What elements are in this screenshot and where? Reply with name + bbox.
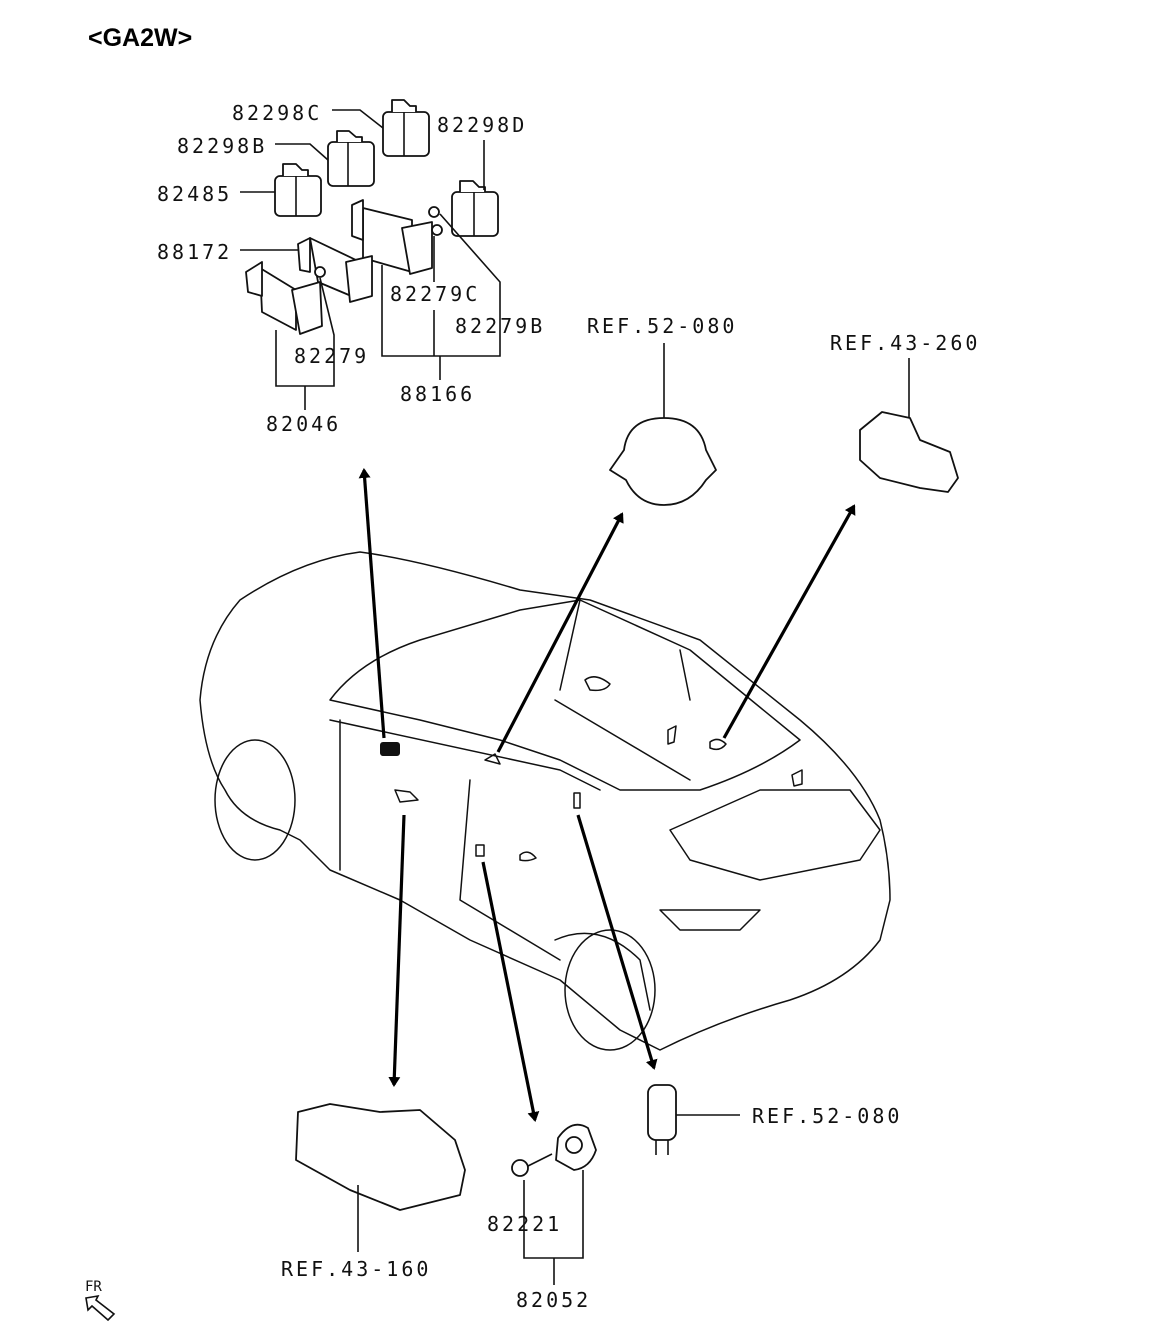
model-code-title: <GA2W> [88, 24, 192, 52]
part-label-82298c[interactable]: 82298C [232, 101, 322, 125]
part-label-82221[interactable]: 82221 [487, 1212, 562, 1236]
ref-52-080-dome-light [609, 343, 717, 506]
leader-lines [240, 109, 501, 410]
part-label-82298b[interactable]: 82298B [177, 134, 267, 158]
part-label-82298d[interactable]: 82298D [437, 113, 527, 137]
bulbs-82279 [314, 206, 443, 278]
part-label-88172[interactable]: 88172 [157, 240, 232, 264]
part-label-82279b[interactable]: 82279B [455, 314, 545, 338]
switch-82298B [327, 130, 375, 187]
part-label-82485[interactable]: 82485 [157, 182, 232, 206]
part-label-82279c[interactable]: 82279C [390, 282, 480, 306]
ref-label-52-080-top[interactable]: REF.52-080 [587, 314, 737, 338]
socket-82052 [511, 1123, 597, 1285]
ref-43-160-part [295, 1103, 466, 1252]
switch-82485 [274, 163, 322, 217]
switch-88166 [351, 199, 433, 275]
switch-82298D [451, 180, 499, 237]
vehicle-outline [199, 551, 891, 1051]
ref-43-260-part [859, 358, 959, 493]
part-label-82046[interactable]: 82046 [266, 412, 341, 436]
front-arrow-icon [85, 1294, 116, 1322]
bulb-ref-52-080-bottom [647, 1084, 740, 1155]
ref-label-43-160[interactable]: REF.43-160 [281, 1257, 431, 1281]
front-direction-indicator: FR [85, 1279, 116, 1322]
front-label: FR [85, 1279, 102, 1295]
ref-label-43-260[interactable]: REF.43-260 [830, 331, 980, 355]
part-label-82052[interactable]: 82052 [516, 1288, 591, 1312]
switch-82046 [245, 261, 323, 335]
locator-arrows [358, 468, 856, 1122]
ref-label-52-080-bottom[interactable]: REF.52-080 [752, 1104, 902, 1128]
switch-82298C [382, 99, 430, 157]
part-label-82279[interactable]: 82279 [294, 344, 369, 368]
part-label-88166[interactable]: 88166 [400, 382, 475, 406]
